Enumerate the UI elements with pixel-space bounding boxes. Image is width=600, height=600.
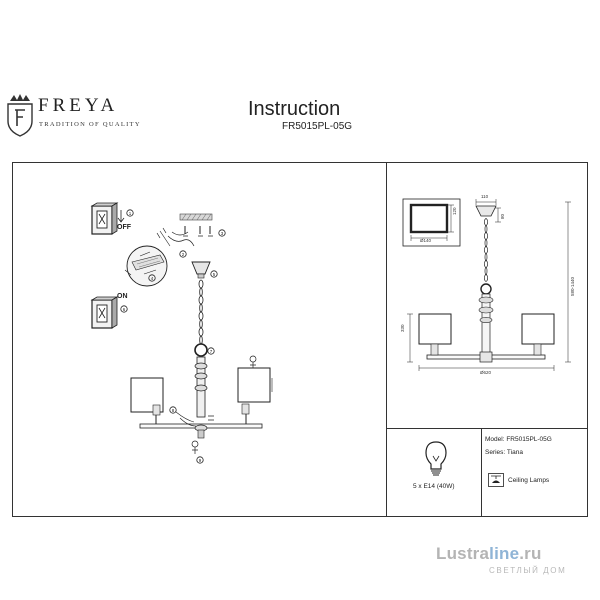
- box-width-label: Ø140: [420, 238, 432, 243]
- box-height-label: 120: [452, 207, 457, 215]
- brand-name: FREYA: [38, 95, 119, 116]
- switch-on-label: ON: [117, 293, 128, 300]
- spec-divider-vertical: [481, 428, 482, 517]
- svg-text:3: 3: [221, 231, 224, 236]
- span-label: Ø620: [480, 370, 492, 375]
- svg-text:1: 1: [129, 211, 132, 216]
- switch-off-label: OFF: [117, 224, 131, 231]
- info-category: Ceiling Lamps: [508, 477, 550, 484]
- instruction-frame: [12, 162, 588, 517]
- wall-switch-off-icon: [90, 202, 119, 235]
- installation-diagram: 1 6 3 4 2 5 7: [90, 202, 273, 464]
- svg-text:8: 8: [172, 408, 175, 413]
- wall-switch-on-icon: [90, 296, 119, 329]
- spec-divider: [386, 428, 588, 429]
- watermark-logo: Lustraline.ru: [436, 544, 542, 563]
- svg-text:4: 4: [151, 276, 154, 281]
- panel-divider: [386, 162, 387, 517]
- dimension-drawing: [402, 198, 571, 371]
- brand-tagline: TRADITION OF QUALITY: [39, 121, 141, 128]
- bulb-icon: [425, 441, 447, 476]
- info-series: Series: Tiana: [485, 449, 523, 456]
- info-model: Model: FR5015PL-05G: [485, 436, 552, 443]
- canopy-height-label: 80: [500, 213, 505, 219]
- bulb-spec: 5 x E14 (40W): [413, 483, 455, 490]
- svg-text:6: 6: [123, 307, 126, 312]
- svg-text:5: 5: [213, 272, 216, 277]
- svg-text:9: 9: [199, 458, 202, 463]
- svg-text:2: 2: [182, 252, 185, 257]
- freya-crest-icon: [7, 94, 33, 137]
- shade-height-label: 330: [400, 324, 405, 332]
- ceiling-lamp-icon: [488, 473, 504, 487]
- model-number: FR5015PL-05G: [282, 121, 353, 132]
- watermark-tagline: СВЕТЛЫЙ ДОМ: [489, 566, 567, 575]
- total-height-label: 580-1440: [570, 276, 575, 296]
- canopy-width-label: 110: [481, 194, 489, 199]
- svg-text:7: 7: [210, 349, 213, 354]
